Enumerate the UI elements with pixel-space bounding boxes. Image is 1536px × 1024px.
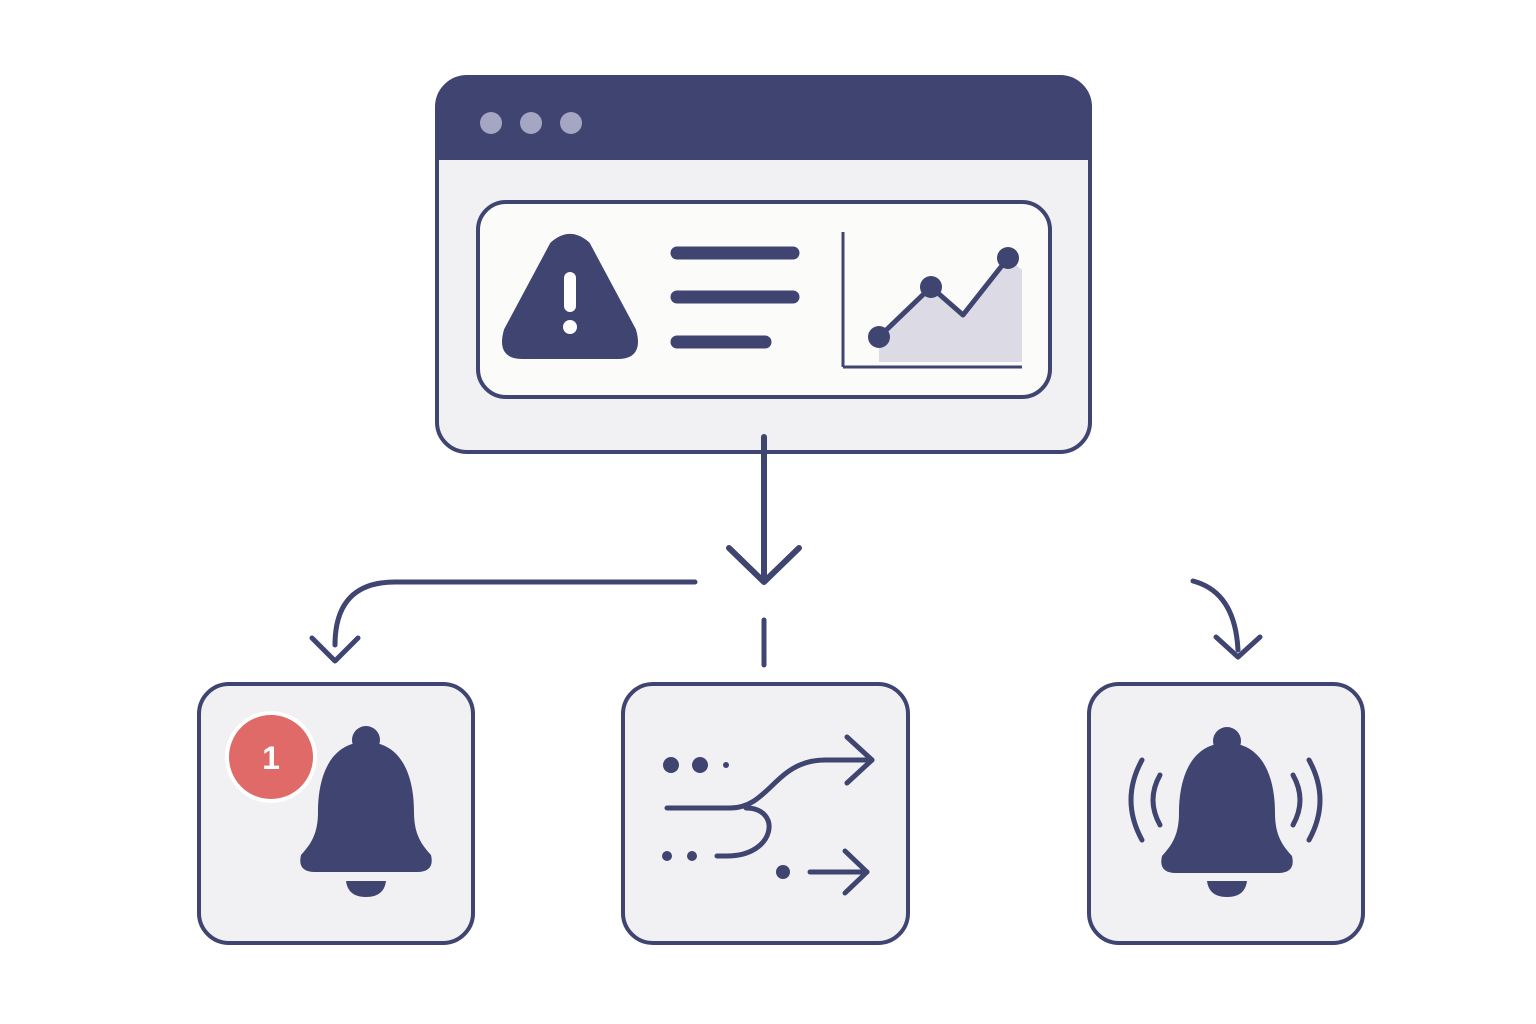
notification-badge: 1: [225, 711, 317, 803]
chart-area: [879, 258, 1022, 362]
badge-count: 1: [262, 740, 280, 776]
bell-icon: [300, 726, 432, 897]
routing-arrows-icon: [662, 734, 875, 896]
ring-wave-right: [1290, 772, 1303, 828]
chart-point: [997, 247, 1019, 269]
routing-card: [621, 682, 910, 945]
connectors: [309, 434, 1263, 668]
titlebar-dots: [480, 112, 582, 134]
chart-point: [868, 326, 890, 348]
notification-card: 1: [197, 682, 475, 945]
down-arrow-head: [726, 545, 802, 585]
window-dot: [480, 112, 502, 134]
alarm-card: [1087, 682, 1365, 945]
right-branch-arrowhead: [1213, 634, 1263, 660]
warning-triangle-icon: [502, 234, 638, 359]
left-branch-connector: [332, 579, 698, 648]
ring-wave-left: [1128, 757, 1145, 843]
window-titlebar: [437, 77, 1090, 160]
left-branch-arrowhead: [309, 635, 361, 664]
window-dot: [560, 112, 582, 134]
alert-text-lines: [670, 246, 800, 349]
window-dot: [520, 112, 542, 134]
ringing-bell-icon: [1128, 727, 1323, 897]
dashboard-window: [435, 75, 1092, 454]
line-chart-icon: [841, 232, 1022, 369]
right-branch-connector: [1190, 578, 1241, 653]
chart-line: [877, 256, 1010, 339]
ring-wave-right: [1306, 757, 1323, 843]
ring-wave-left: [1150, 772, 1163, 828]
chart-point: [920, 276, 942, 298]
